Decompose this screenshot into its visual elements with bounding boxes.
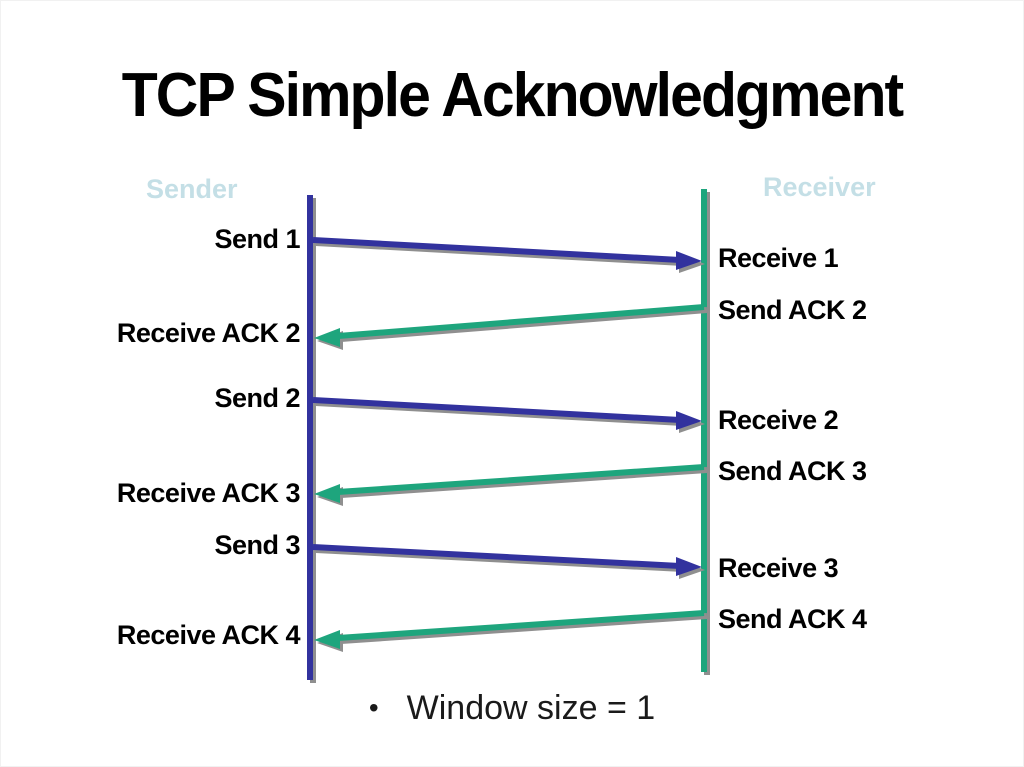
segment-2-arrowhead bbox=[676, 411, 702, 430]
ack-4-line bbox=[337, 610, 705, 641]
segment-3-line bbox=[312, 544, 681, 569]
segment-2-line bbox=[312, 397, 681, 423]
ack-3-arrow bbox=[314, 464, 708, 506]
segment-3-arrow bbox=[312, 544, 705, 579]
sender-event-send-2: Send 2 bbox=[214, 383, 300, 413]
sender-event-receive-ack-4: Receive ACK 4 bbox=[116, 620, 301, 650]
receiver-lifeline-bar bbox=[701, 189, 707, 672]
segment-2-arrow bbox=[312, 397, 705, 433]
ack-2-arrowhead bbox=[314, 328, 340, 347]
segment-3-arrowhead bbox=[676, 557, 702, 576]
ack-3-line bbox=[337, 464, 705, 495]
sender-actor-label: Sender bbox=[146, 174, 238, 204]
receiver-event-send-ack-4: Send ACK 4 bbox=[718, 604, 867, 634]
sender-event-send-3: Send 3 bbox=[214, 530, 300, 560]
receiver-event-receive-2: Receive 2 bbox=[718, 405, 839, 435]
ack-2-shadow-line bbox=[340, 307, 708, 342]
receiver-event-receive-3: Receive 3 bbox=[718, 553, 839, 583]
ack-4-shadow-line bbox=[340, 613, 708, 644]
bullet-icon: • bbox=[368, 692, 379, 723]
receiver-lifeline bbox=[701, 189, 710, 675]
receiver-event-send-ack-3: Send ACK 3 bbox=[718, 456, 867, 486]
sender-event-receive-ack-3: Receive ACK 3 bbox=[116, 478, 301, 508]
segment-1-arrow bbox=[312, 237, 705, 273]
ack-3-shadow-line bbox=[340, 467, 708, 498]
segment-1-arrowhead bbox=[676, 251, 702, 270]
ack-3-arrowhead bbox=[314, 484, 340, 503]
sender-event-send-1: Send 1 bbox=[214, 224, 300, 254]
ack-2-arrow bbox=[314, 304, 708, 350]
receiver-event-receive-1: Receive 1 bbox=[718, 243, 839, 273]
ack-2-line bbox=[337, 304, 705, 339]
ack-2-arrow-shadow bbox=[317, 307, 708, 350]
receiver-actor-label: Receiver bbox=[763, 172, 876, 202]
footer-note-text: Window size = 1 bbox=[406, 689, 656, 727]
receiver-event-send-ack-2: Send ACK 2 bbox=[718, 295, 867, 325]
sender-lifeline-bar bbox=[307, 195, 313, 680]
segment-1-line bbox=[312, 237, 681, 263]
sender-event-receive-ack-2: Receive ACK 2 bbox=[116, 318, 301, 348]
slide-title: TCP Simple Acknowledgment bbox=[121, 61, 904, 130]
ack-4-arrowhead bbox=[314, 630, 340, 649]
sender-lifeline bbox=[307, 195, 316, 683]
footer-note: • Window size = 1 bbox=[0, 688, 1024, 728]
ack-4-arrow bbox=[314, 610, 708, 652]
